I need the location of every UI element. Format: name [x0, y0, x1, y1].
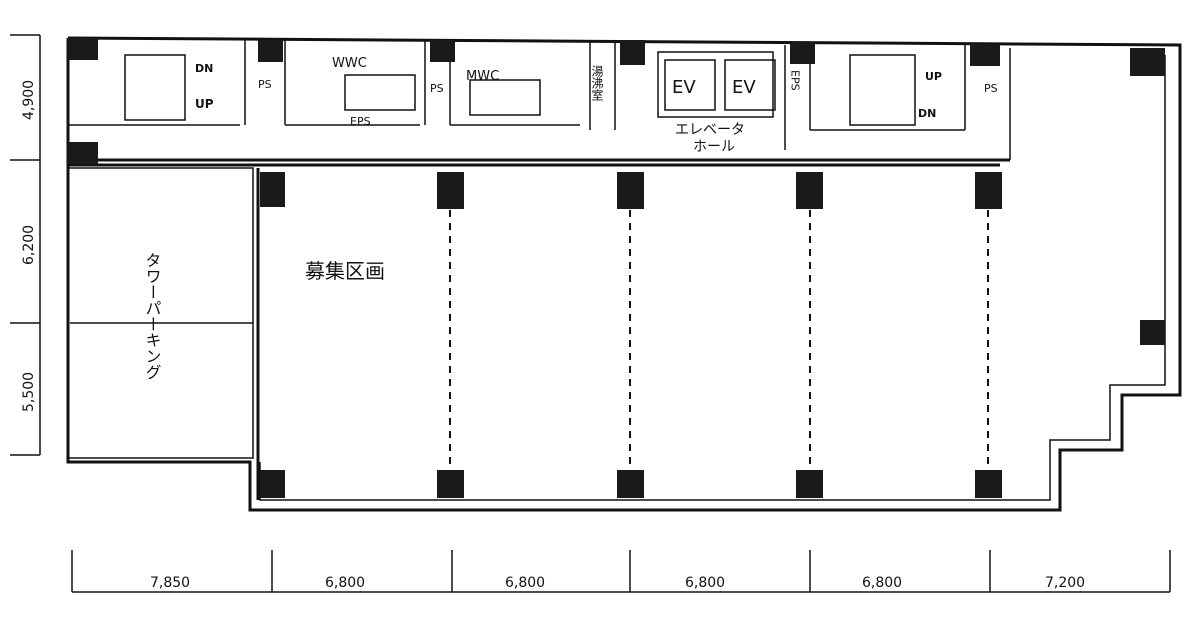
- tenant-divider-lines: [449, 210, 989, 470]
- dim-h-1: 7,850: [150, 575, 190, 591]
- stair-left-up-label: UP: [195, 97, 214, 111]
- dim-h-5: 6,800: [862, 575, 902, 591]
- eps-2-label: EPS: [789, 70, 802, 91]
- dim-v-3: 5,500: [21, 372, 37, 412]
- wwc-label: WWC: [332, 56, 367, 71]
- ps-1-label: PS: [258, 78, 272, 91]
- vertical-dimensions: 4,900 6,200 5,500: [10, 34, 41, 456]
- ev-1-label: EV: [672, 77, 696, 98]
- dim-h-3: 6,800: [505, 575, 545, 591]
- dim-h-4: 6,800: [685, 575, 725, 591]
- ps-3-label: PS: [984, 82, 998, 95]
- core-partitions: [68, 40, 966, 150]
- elevator-hall-label-1: エレベータ: [675, 122, 745, 138]
- dim-v-2: 6,200: [21, 225, 37, 265]
- tower-parking-label: タワーパーキング: [143, 252, 162, 380]
- stair-left-dn-label: DN: [195, 62, 213, 75]
- pantry-label: 湯沸室: [590, 65, 604, 101]
- mwc-label: MWC: [466, 69, 499, 84]
- ps-2-label: PS: [430, 82, 444, 95]
- leasing-area-label: 募集区画: [305, 259, 385, 283]
- outer-walls: [66, 36, 1182, 512]
- columns: [68, 38, 1165, 498]
- dim-h-6: 7,200: [1045, 575, 1085, 591]
- ev-2-label: EV: [732, 77, 756, 98]
- eps-1-label: EPS: [350, 115, 371, 128]
- stair-right-dn-label: DN: [918, 107, 936, 120]
- dim-h-2: 6,800: [325, 575, 365, 591]
- elevator-hall-label-2: ホール: [693, 139, 735, 155]
- room-labels: DN UP PS WWC EPS PS MWC 湯沸室 EV EV エレベータ …: [143, 56, 998, 380]
- stair-right-up-label: UP: [925, 70, 942, 83]
- dim-v-1: 4,900: [21, 80, 37, 120]
- horizontal-dimensions: 7,850 6,800 6,800 6,800 6,800 7,200: [71, 550, 1171, 593]
